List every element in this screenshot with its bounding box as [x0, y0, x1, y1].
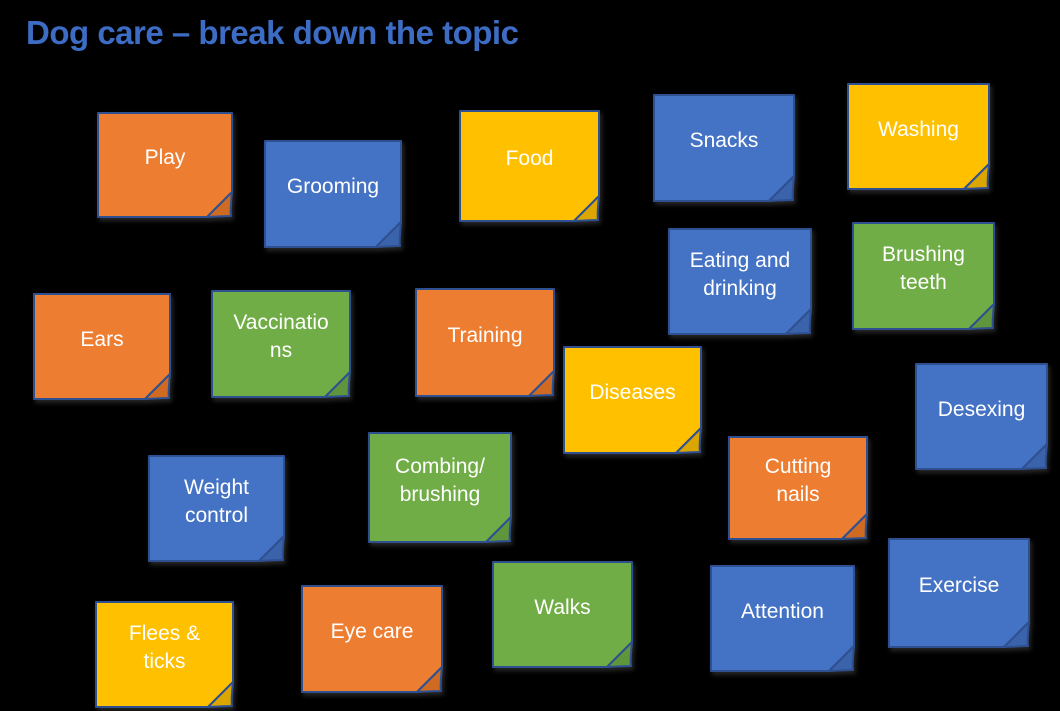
sticky-note-eating-drinking[interactable]: Eating and drinking — [668, 228, 812, 335]
sticky-note-icon — [852, 222, 995, 330]
sticky-note-food[interactable]: Food — [459, 110, 600, 222]
sticky-note-label: Brushing teeth — [882, 243, 965, 294]
sticky-note-label: Food — [505, 147, 554, 171]
sticky-note-icon — [415, 288, 555, 397]
sticky-note-icon — [668, 228, 812, 335]
sticky-note-icon — [563, 346, 702, 454]
sticky-note-cutting-nails[interactable]: Cutting nails — [728, 436, 868, 540]
sticky-note-diseases[interactable]: Diseases — [563, 346, 702, 454]
sticky-note-grooming[interactable]: Grooming — [264, 140, 402, 248]
sticky-note-washing[interactable]: Washing — [847, 83, 990, 190]
sticky-note-play[interactable]: Play — [97, 112, 233, 218]
sticky-note-desexing[interactable]: Desexing — [915, 363, 1048, 470]
sticky-note-combing-brushing[interactable]: Combing/ brushing — [368, 432, 512, 543]
sticky-note-brushing-teeth[interactable]: Brushing teeth — [852, 222, 995, 330]
sticky-note-icon — [301, 585, 443, 693]
sticky-note-label: Walks — [534, 595, 591, 619]
sticky-note-icon — [368, 432, 512, 543]
sticky-note-eye-care[interactable]: Eye care — [301, 585, 443, 693]
sticky-note-label: Eye care — [330, 620, 414, 644]
sticky-note-icon — [888, 538, 1030, 648]
sticky-note-label: Diseases — [589, 381, 676, 405]
sticky-note-icon — [847, 83, 990, 190]
sticky-note-weight-control[interactable]: Weight control — [148, 455, 285, 562]
sticky-note-icon — [211, 290, 351, 398]
sticky-note-label: Cutting nails — [764, 455, 832, 506]
sticky-note-icon — [710, 565, 855, 672]
sticky-note-icon — [915, 363, 1048, 470]
sticky-note-ears[interactable]: Ears — [33, 293, 171, 400]
page-title: Dog care – break down the topic — [26, 14, 519, 51]
sticky-note-label: Flees & ticks — [128, 621, 201, 673]
sticky-note-icon — [33, 293, 171, 400]
sticky-note-icon — [728, 436, 868, 540]
sticky-note-label: Attention — [741, 599, 824, 623]
sticky-note-training[interactable]: Training — [415, 288, 555, 397]
sticky-note-label: Grooming — [286, 175, 380, 199]
sticky-note-label: Eating and drinking — [689, 248, 791, 300]
sticky-note-vaccinations[interactable]: Vaccinatio ns — [211, 290, 351, 398]
sticky-note-icon — [264, 140, 402, 248]
sticky-note-icon — [653, 94, 795, 202]
sticky-note-label: Combing/ brushing — [395, 454, 485, 506]
sticky-note-label: Play — [144, 146, 186, 170]
sticky-note-label: Washing — [878, 117, 959, 141]
sticky-note-icon — [95, 601, 234, 708]
sticky-note-flees-ticks[interactable]: Flees & ticks — [95, 601, 234, 708]
sticky-note-walks[interactable]: Walks — [492, 561, 633, 668]
sticky-note-label: Vaccinatio ns — [233, 311, 329, 362]
sticky-note-attention[interactable]: Attention — [710, 565, 855, 672]
sticky-note-label: Ears — [80, 327, 124, 351]
sticky-note-label: Exercise — [918, 574, 1000, 598]
sticky-note-icon — [97, 112, 233, 218]
sticky-note-label: Training — [447, 323, 523, 347]
sticky-note-icon — [492, 561, 633, 668]
sticky-note-label: Snacks — [689, 129, 759, 153]
sticky-note-icon — [148, 455, 285, 562]
sticky-note-snacks[interactable]: Snacks — [653, 94, 795, 202]
sticky-note-exercise[interactable]: Exercise — [888, 538, 1030, 648]
sticky-note-icon — [459, 110, 600, 222]
sticky-note-label: Weight control — [184, 475, 249, 527]
sticky-note-label: Desexing — [937, 397, 1026, 421]
